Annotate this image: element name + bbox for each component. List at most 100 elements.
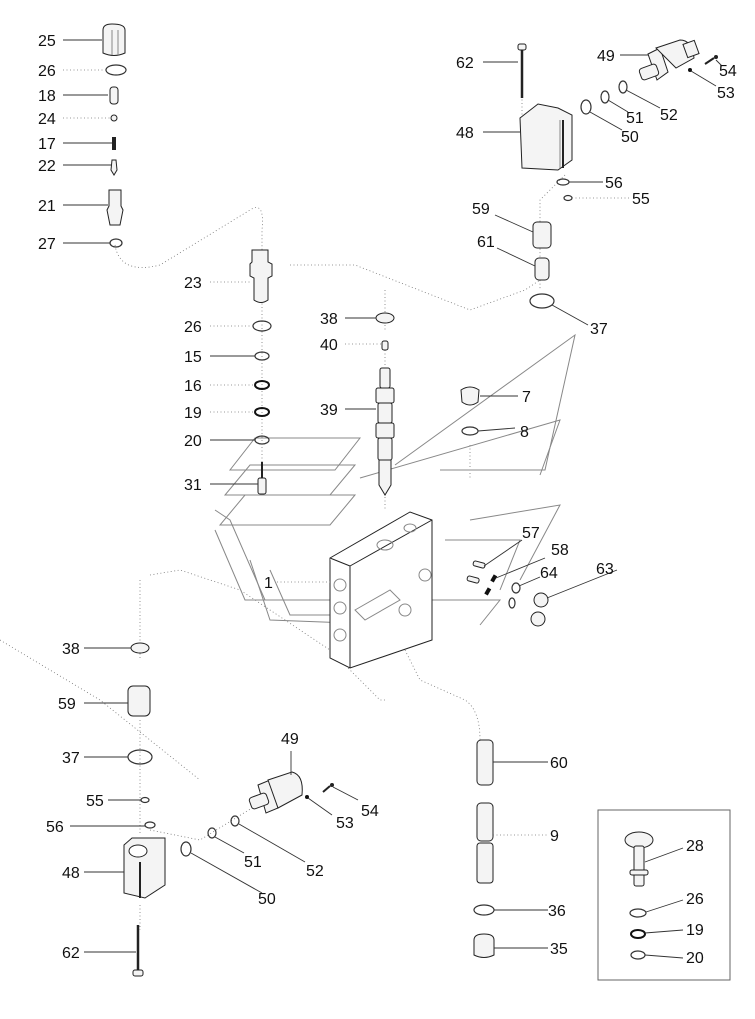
callout-38: 38 [320, 311, 338, 328]
part-26-o-ring [252, 320, 272, 332]
callout-16: 16 [184, 378, 202, 395]
callout-56: 56 [605, 175, 623, 192]
callout-54: 54 [361, 803, 379, 820]
callout-51: 51 [626, 110, 644, 127]
callout-26: 26 [38, 63, 56, 80]
part-36-o-ring [473, 904, 495, 916]
part-51-o-ring [600, 90, 610, 104]
callout-15: 15 [184, 349, 202, 366]
callout-39: 39 [320, 402, 338, 419]
callout-55: 55 [632, 191, 650, 208]
leader-lines [63, 39, 723, 959]
part-56-o-ring [556, 178, 570, 186]
part-22-poppet [110, 159, 118, 176]
part-25-cap [102, 23, 126, 56]
part-7-plug [460, 386, 480, 406]
part-48-spool-cap-housing [123, 837, 166, 899]
part-62-bolt [132, 925, 144, 977]
part-23-relief-cartridge [249, 249, 273, 303]
callout-18: 18 [38, 88, 56, 105]
callout-28: 28 [686, 838, 704, 855]
part-16-o-ring [254, 380, 270, 390]
part-38-washer [375, 312, 395, 324]
part-31-pin [257, 462, 267, 495]
part-54-screw [322, 783, 334, 793]
callout-37: 37 [590, 321, 608, 338]
part-60-spring [476, 739, 494, 786]
callout-26: 26 [184, 319, 202, 336]
part-35-plug [473, 933, 495, 958]
inset-box [597, 809, 731, 981]
callout-50: 50 [258, 891, 276, 908]
callout-55: 55 [86, 793, 104, 810]
part-49-solenoid [248, 771, 303, 814]
part-38-washer [130, 642, 150, 654]
callout-19: 19 [184, 405, 202, 422]
part-50-o-ring [180, 841, 192, 857]
part-49-solenoid [638, 39, 700, 81]
part-40-nut [381, 340, 389, 351]
callout-57: 57 [522, 525, 540, 542]
callout-50: 50 [621, 129, 639, 146]
callout-36: 36 [548, 903, 566, 920]
part-50-o-ring [580, 99, 592, 115]
part-55-o-ring [563, 194, 573, 202]
part-64-o-ring [511, 582, 521, 594]
callout-52: 52 [306, 863, 324, 880]
callout-labels: 25 26 18 24 17 22 21 27 23 26 15 16 19 2… [38, 33, 737, 967]
part-59-spring [532, 221, 552, 249]
part-18-spring [109, 86, 119, 105]
part-52-o-ring [618, 80, 628, 94]
part-19-o-ring [254, 407, 270, 417]
callout-17: 17 [38, 136, 56, 153]
part-61-spring [534, 257, 550, 281]
callout-59: 59 [472, 201, 490, 218]
callout-19: 19 [686, 922, 704, 939]
callout-20: 20 [184, 433, 202, 450]
callout-48: 48 [62, 865, 80, 882]
part-17-spring [112, 137, 116, 150]
callout-21: 21 [38, 198, 56, 215]
callout-63: 63 [596, 561, 614, 578]
callout-20: 20 [686, 950, 704, 967]
callout-61: 61 [477, 234, 495, 251]
callout-7: 7 [522, 389, 531, 406]
callout-37: 37 [62, 750, 80, 767]
part-54-screw [704, 55, 718, 65]
callout-62: 62 [456, 55, 474, 72]
part-26-o-ring [629, 908, 647, 918]
part-58-set-screw [490, 574, 498, 583]
callout-40: 40 [320, 337, 338, 354]
part-24-nut [110, 114, 118, 122]
callout-31: 31 [184, 477, 202, 494]
callout-49: 49 [281, 731, 299, 748]
part-48-spool-cap-housing [519, 103, 573, 171]
part-64-o-ring-2 [508, 597, 516, 609]
part-27-o-ring [109, 238, 123, 248]
part-28-adjuster [624, 831, 654, 887]
callout-51: 51 [244, 854, 262, 871]
callout-53: 53 [336, 815, 354, 832]
callout-22: 22 [38, 158, 56, 175]
callout-23: 23 [184, 275, 202, 292]
callout-38: 38 [62, 641, 80, 658]
part-51-o-ring [207, 827, 217, 839]
callout-1: 1 [264, 575, 273, 592]
part-58-set-screw-2 [484, 587, 492, 596]
part-56-o-ring [144, 821, 156, 829]
callout-27: 27 [38, 236, 56, 253]
callout-62: 62 [62, 945, 80, 962]
part-20-o-ring [630, 950, 646, 960]
callout-58: 58 [551, 542, 569, 559]
callout-24: 24 [38, 111, 56, 128]
callout-64: 64 [540, 565, 558, 582]
part-21-cartridge-body [106, 189, 124, 226]
callout-8: 8 [520, 424, 529, 441]
part-1-valve-body [329, 511, 433, 669]
callout-52: 52 [660, 107, 678, 124]
part-55-o-ring [140, 796, 150, 804]
callout-35: 35 [550, 941, 568, 958]
part-8-o-ring [461, 426, 479, 436]
part-59-spring [127, 685, 151, 717]
callout-49: 49 [597, 48, 615, 65]
